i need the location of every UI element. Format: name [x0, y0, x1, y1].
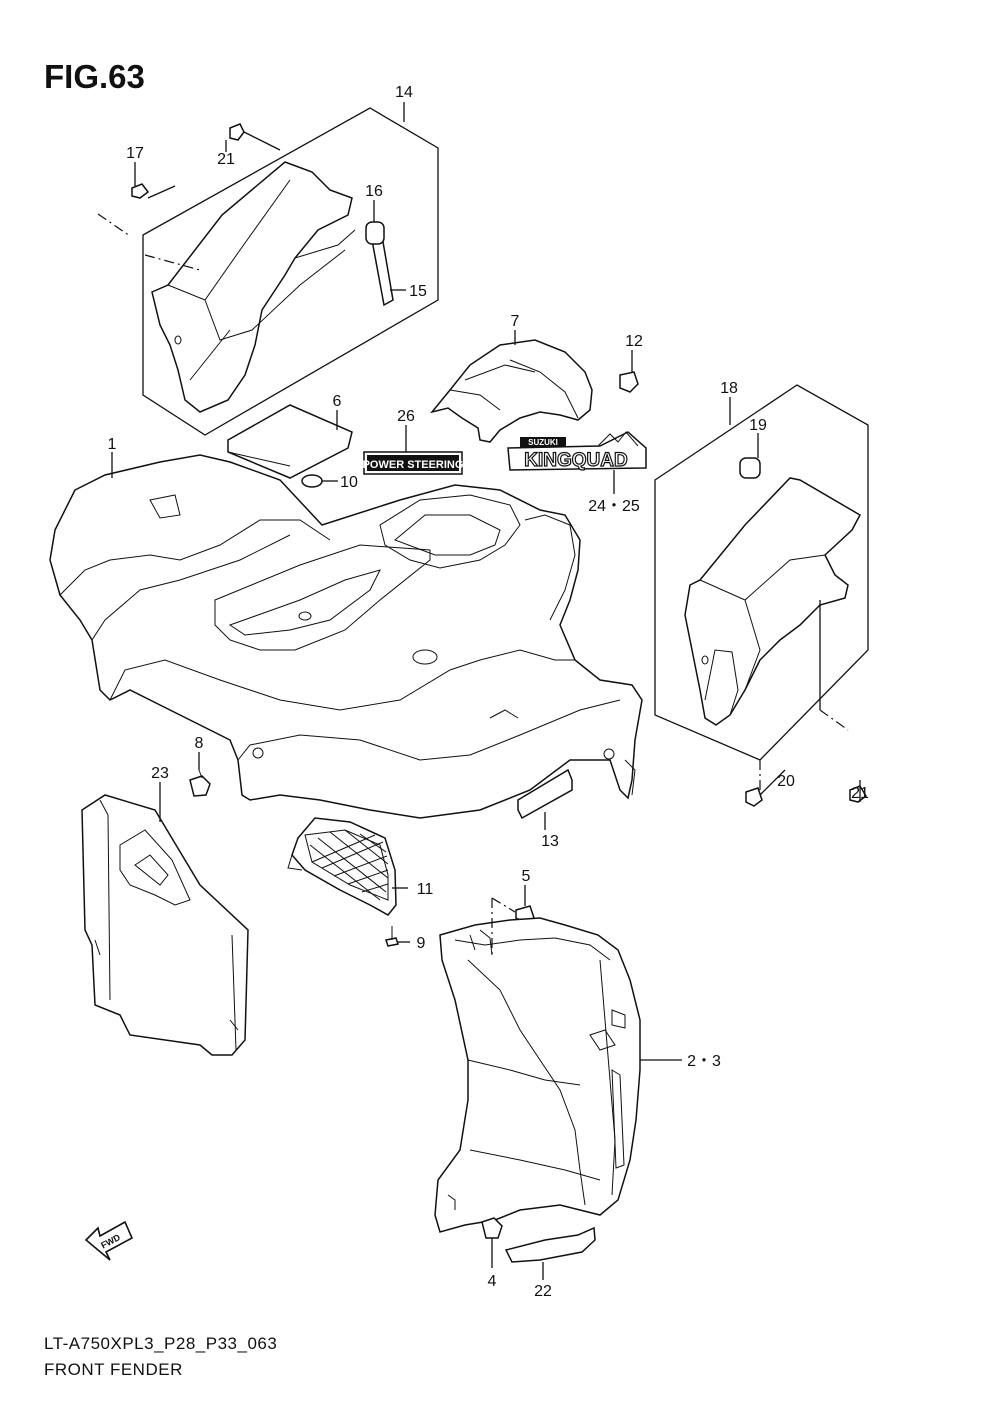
callout-23: 23	[151, 765, 169, 782]
kingquad-text: KINGQUAD	[524, 450, 627, 471]
model-code: LT-A750XPL3_P28_P33_063	[44, 1334, 278, 1353]
callout-15: 15	[409, 283, 427, 300]
part-4-bolt	[481, 1217, 503, 1239]
callout-8: 8	[195, 735, 204, 752]
power-steering-text: POWER STEERING	[363, 459, 464, 471]
callout-19: 19	[749, 417, 767, 434]
section-name: FRONT FENDER	[44, 1360, 183, 1379]
part-7-cover	[429, 339, 593, 443]
part-1-front-fender	[49, 454, 643, 819]
callout-21a: 21	[217, 151, 235, 168]
callout-26: 26	[397, 408, 415, 425]
callout-5: 5	[522, 868, 531, 885]
part-24-25-decal: SUZUKI KINGQUAD	[507, 431, 647, 472]
callout-9: 9	[417, 935, 426, 952]
callout-2-3: 2・3	[687, 1053, 721, 1070]
leader-20	[759, 769, 786, 796]
grille-mesh	[309, 829, 389, 901]
callout-10: 10	[340, 474, 358, 491]
part-10-grommet	[301, 474, 323, 488]
callout-18: 18	[720, 380, 738, 397]
callout-16: 16	[365, 183, 383, 200]
part-26-decal: POWER STEERING	[363, 451, 464, 475]
callout-17: 17	[126, 145, 144, 162]
callout-22: 22	[534, 1283, 552, 1300]
callout-7: 7	[511, 313, 520, 330]
part-9-screw	[385, 926, 399, 947]
callout-1: 1	[108, 436, 117, 453]
part-6-lid	[227, 404, 353, 479]
callout-24-25: 24・25	[588, 498, 640, 515]
callout-12: 12	[625, 333, 643, 350]
part-11-grille	[287, 817, 397, 916]
callout-14: 14	[395, 84, 413, 101]
part-23-shield	[81, 794, 249, 1056]
brand-text: SUZUKI	[528, 438, 558, 447]
callout-6: 6	[333, 393, 342, 410]
callout-4: 4	[488, 1273, 497, 1290]
callout-11: 11	[417, 881, 434, 898]
callout-21b: 21	[851, 785, 869, 802]
part-2-3-inner-fender	[434, 897, 641, 1233]
fwd-arrow-icon: FWD	[84, 1220, 134, 1261]
callout-13: 13	[541, 833, 559, 850]
part-12-clip	[619, 371, 639, 393]
part-8-bolt	[189, 769, 211, 797]
part-14-inner-panel-left	[97, 107, 439, 436]
part-22-strip	[504, 1226, 596, 1263]
part-13-strip	[517, 768, 573, 820]
figure-title: FIG.63	[44, 58, 145, 95]
callout-20: 20	[777, 773, 795, 790]
part-18-inner-panel-right	[654, 384, 869, 807]
